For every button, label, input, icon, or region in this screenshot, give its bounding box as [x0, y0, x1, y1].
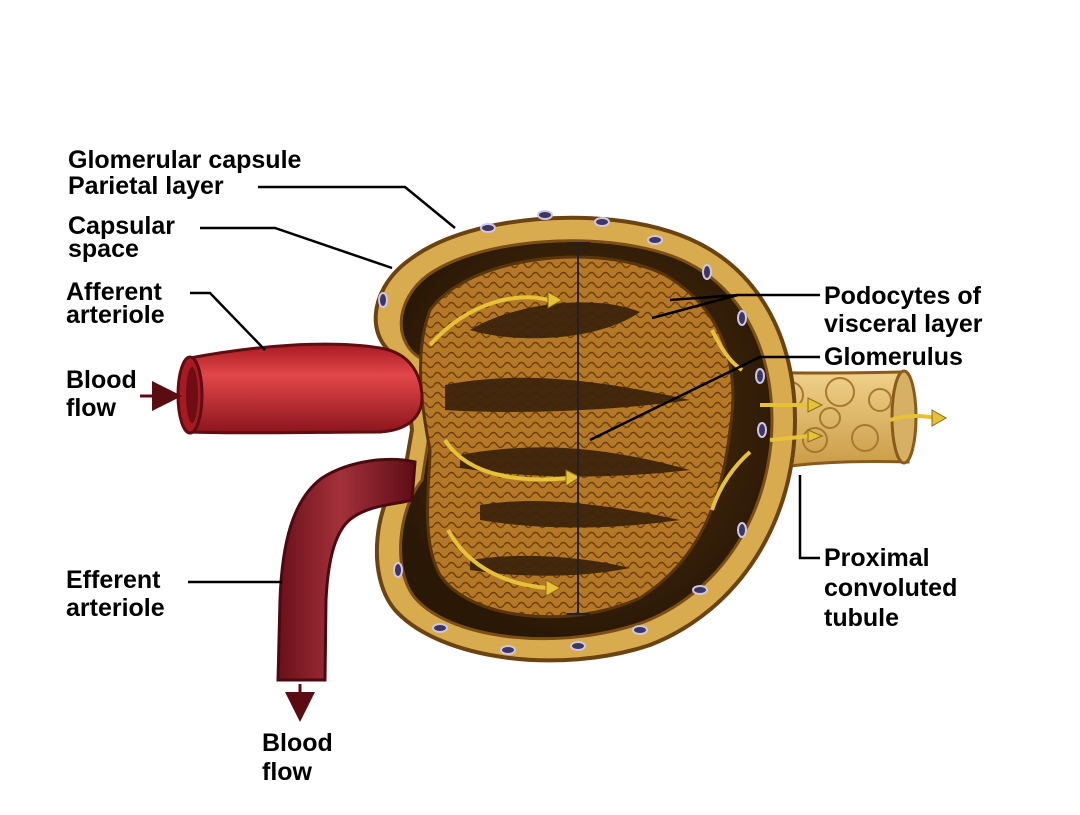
leader-lines [188, 185, 820, 584]
leader-pct [798, 475, 820, 560]
label-parietal-layer: Parietal layer [68, 172, 224, 200]
leader-glomerulus [589, 355, 820, 442]
label-glomerulus: Glomerulus [824, 343, 963, 371]
leader-capsular-space [200, 226, 393, 270]
label-glomerular-capsule-title: Glomerular capsule [68, 146, 302, 174]
label-blood-flow-in: Blood flow [66, 366, 137, 422]
label-proximal-convoluted-tubule: Proximal convoluted tubule [824, 544, 958, 632]
label-blood-flow-out: Blood flow [262, 729, 333, 786]
label-afferent-arteriole: Afferent arteriole [66, 278, 165, 329]
label-efferent-arteriole: Efferent arteriole [66, 566, 165, 622]
filtrate-flow-arrows [428, 295, 936, 590]
label-capsular-space: Capsular space [68, 212, 175, 263]
afferent-arteriole [176, 342, 424, 435]
label-podocytes: Podocytes of visceral layer [824, 282, 983, 338]
leader-parietal-layer [258, 185, 456, 229]
glomerulus [419, 255, 735, 619]
leader-podocytes-b [651, 293, 739, 320]
flow-arrowheads [545, 291, 948, 597]
leader-afferent-arteriole [190, 291, 266, 351]
efferent-arteriole [276, 457, 417, 682]
label-glomerular-capsule: Glomerular capsule Parietal layer [68, 147, 301, 199]
glomerulus-diameter-bar [567, 242, 590, 615]
